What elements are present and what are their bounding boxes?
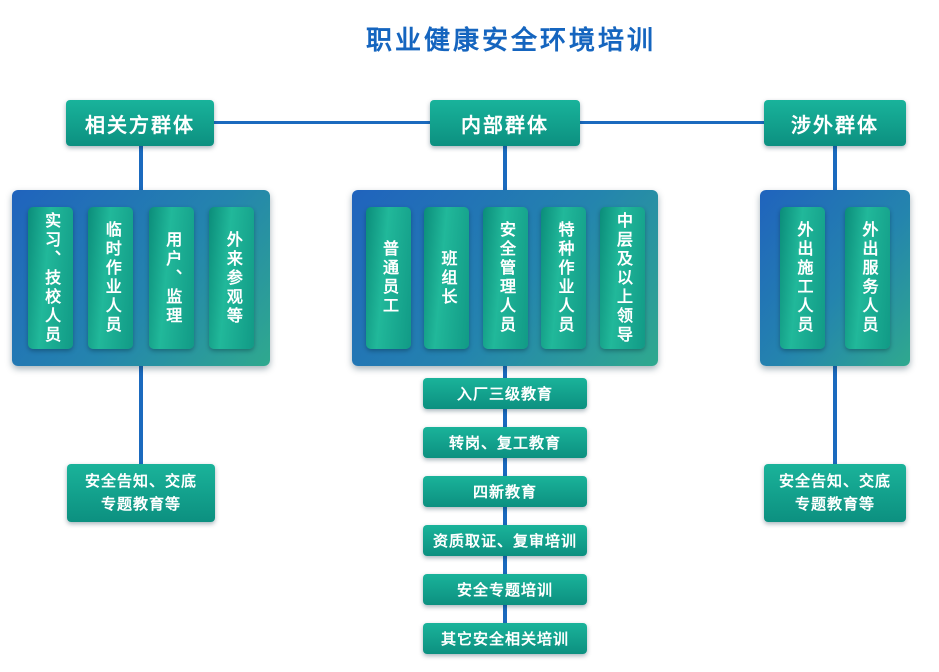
training-step-box: 四新教育	[423, 476, 587, 507]
education-label-line: 安全告知、交底	[778, 472, 891, 490]
header-internal-group: 内部群体	[430, 100, 580, 146]
member-box: 外来参观等	[209, 207, 255, 349]
member-box: 中层及以上领导	[599, 207, 645, 349]
member-label: 实习、技校人员	[42, 211, 60, 345]
external-members-container: 外出施工人员 外出服务人员	[760, 190, 910, 366]
member-box: 用户、监理	[148, 207, 194, 349]
connector-left-header-drop	[139, 146, 143, 190]
member-box: 特种作业人员	[541, 207, 586, 349]
training-step-label: 安全专题培训	[456, 582, 553, 599]
member-label: 外出服务人员	[859, 221, 877, 335]
member-label: 外来参观等	[223, 230, 241, 326]
member-box: 安全管理人员	[482, 207, 528, 349]
education-label-line: 专题教育等	[100, 496, 181, 513]
connector-center-right-horizontal	[580, 121, 764, 124]
training-step-box: 资质取证、复审培训	[423, 525, 587, 556]
connector-left-footer-drop	[139, 366, 143, 464]
training-step-box: 其它安全相关培训	[423, 623, 587, 654]
member-box: 外出服务人员	[845, 207, 890, 349]
member-label: 普通员工	[380, 240, 397, 316]
member-box: 班组长	[424, 207, 469, 349]
training-step-label: 转岗、复工教育	[448, 435, 561, 452]
connector-center-header-drop	[503, 146, 507, 190]
member-label: 特种作业人员	[555, 221, 573, 335]
training-step-box: 转岗、复工教育	[423, 427, 587, 458]
education-label-line: 安全告知、交底	[84, 472, 197, 490]
training-step-box: 入厂三级教育	[423, 378, 587, 409]
training-step-box: 安全专题培训	[423, 574, 587, 605]
page-title: 职业健康安全环境培训	[365, 25, 657, 55]
member-box: 临时作业人员	[88, 207, 134, 349]
related-party-education-box: 安全告知、交底 专题教育等	[67, 464, 215, 522]
external-education-box: 安全告知、交底 专题教育等	[764, 464, 906, 522]
training-step-label: 四新教育	[472, 484, 537, 501]
header-related-party-group: 相关方群体	[66, 100, 214, 146]
connector-right-header-drop	[833, 146, 837, 190]
member-label: 班组长	[438, 249, 456, 307]
connector-left-center-horizontal	[214, 121, 430, 124]
training-step-label: 入厂三级教育	[456, 386, 553, 403]
education-label-line: 专题教育等	[794, 496, 875, 513]
connector-right-footer-drop	[833, 366, 837, 464]
training-step-label: 资质取证、复审培训	[432, 533, 577, 550]
internal-members-container: 普通员工 班组长 安全管理人员 特种作业人员 中层及以上领导	[352, 190, 658, 366]
related-party-members-container: 实习、技校人员 临时作业人员 用户、监理 外来参观等	[12, 190, 270, 366]
member-box: 普通员工	[365, 207, 411, 349]
member-label: 安全管理人员	[497, 221, 514, 335]
member-label: 中层及以上领导	[614, 211, 631, 345]
training-step-label: 其它安全相关培训	[440, 631, 569, 648]
member-box: 实习、技校人员	[27, 207, 73, 349]
member-label: 用户、监理	[163, 230, 181, 326]
member-label: 临时作业人员	[102, 221, 120, 335]
member-label: 外出施工人员	[794, 221, 812, 335]
header-external-group: 涉外群体	[764, 100, 906, 146]
member-box: 外出施工人员	[780, 207, 825, 349]
